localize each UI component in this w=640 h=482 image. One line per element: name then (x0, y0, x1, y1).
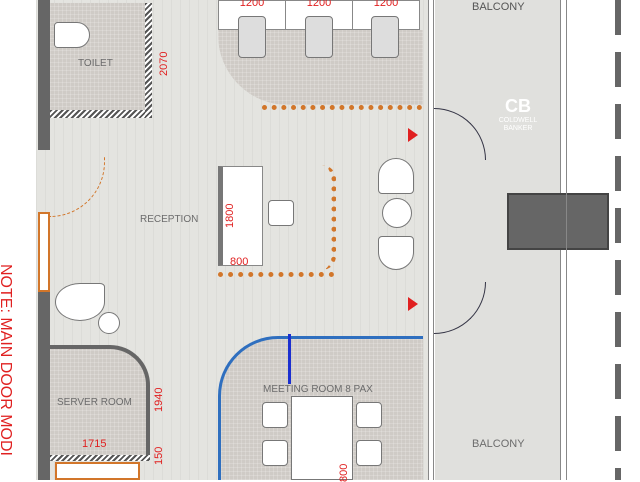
logo-text: COLDWELL (498, 117, 538, 124)
desk-dim: 1200 (373, 0, 399, 9)
exterior-wall (38, 290, 50, 480)
entry-arrow-icon (408, 128, 418, 142)
window (38, 212, 50, 292)
reception-chair-icon (268, 200, 294, 226)
meeting-chair-icon (262, 402, 288, 428)
dim-meeting-table: 800 (338, 463, 350, 482)
note-text: NOTE: MAIN DOOR MODI (0, 264, 14, 456)
toilet-room (50, 3, 148, 115)
server-room (50, 345, 150, 455)
coldwell-banker-logo: CB COLDWELL BANKER (488, 95, 548, 133)
meeting-chair-icon (262, 440, 288, 466)
sofa-chair-icon (378, 158, 414, 194)
toilet-wall (145, 3, 152, 118)
planter-row (262, 105, 422, 110)
toilet-label: TOILET (78, 58, 113, 69)
planter-row (218, 272, 334, 277)
facade-fins (615, 0, 621, 480)
plant-icon (55, 283, 105, 321)
toilet-fixture-icon (54, 22, 90, 48)
dim-reception-width: 800 (230, 256, 249, 268)
office-chair-icon (305, 16, 333, 58)
logo-text: BANKER (503, 125, 533, 132)
facade-wall (428, 0, 434, 480)
toilet-wall (50, 110, 152, 118)
desk: 1200 (286, 0, 353, 29)
server-room-label: SERVER ROOM (57, 397, 132, 408)
logo-mark-icon: CB (505, 96, 531, 116)
ac-unit (507, 193, 609, 250)
office-chair-icon (371, 16, 399, 58)
office-chair-icon (238, 16, 266, 58)
dim-reception-length: 1800 (224, 203, 236, 228)
exterior-wall (38, 0, 50, 150)
meeting-door[interactable] (288, 334, 291, 384)
dim-server-width: 1715 (82, 438, 107, 450)
desk: 1200 (353, 0, 419, 29)
curved-partition (322, 165, 336, 270)
meeting-chair-icon (356, 402, 382, 428)
meeting-chair-icon (356, 440, 382, 466)
round-table-icon (382, 198, 412, 228)
server-wall (50, 455, 150, 461)
dim-server-height: 1940 (153, 387, 165, 412)
balcony-top-label: BALCONY (472, 1, 525, 13)
entry-arrow-icon (408, 297, 418, 311)
meeting-room-label: MEETING ROOM 8 PAX (263, 384, 373, 395)
dim-toilet: 2070 (158, 51, 170, 76)
sofa-chair-icon (378, 236, 414, 270)
meeting-table (291, 396, 353, 480)
reception-label: RECEPTION (140, 214, 199, 225)
railing (566, 0, 570, 480)
desk-dim: 1200 (306, 0, 332, 9)
desk-dim: 1200 (239, 0, 265, 9)
plant-pot-icon (98, 312, 120, 334)
cabinet (55, 462, 140, 480)
desk: 1200 (219, 0, 286, 29)
dim-server-gap: 150 (153, 446, 165, 465)
reception-desk (218, 166, 263, 266)
balcony-bottom-label: BALCONY (472, 438, 525, 450)
